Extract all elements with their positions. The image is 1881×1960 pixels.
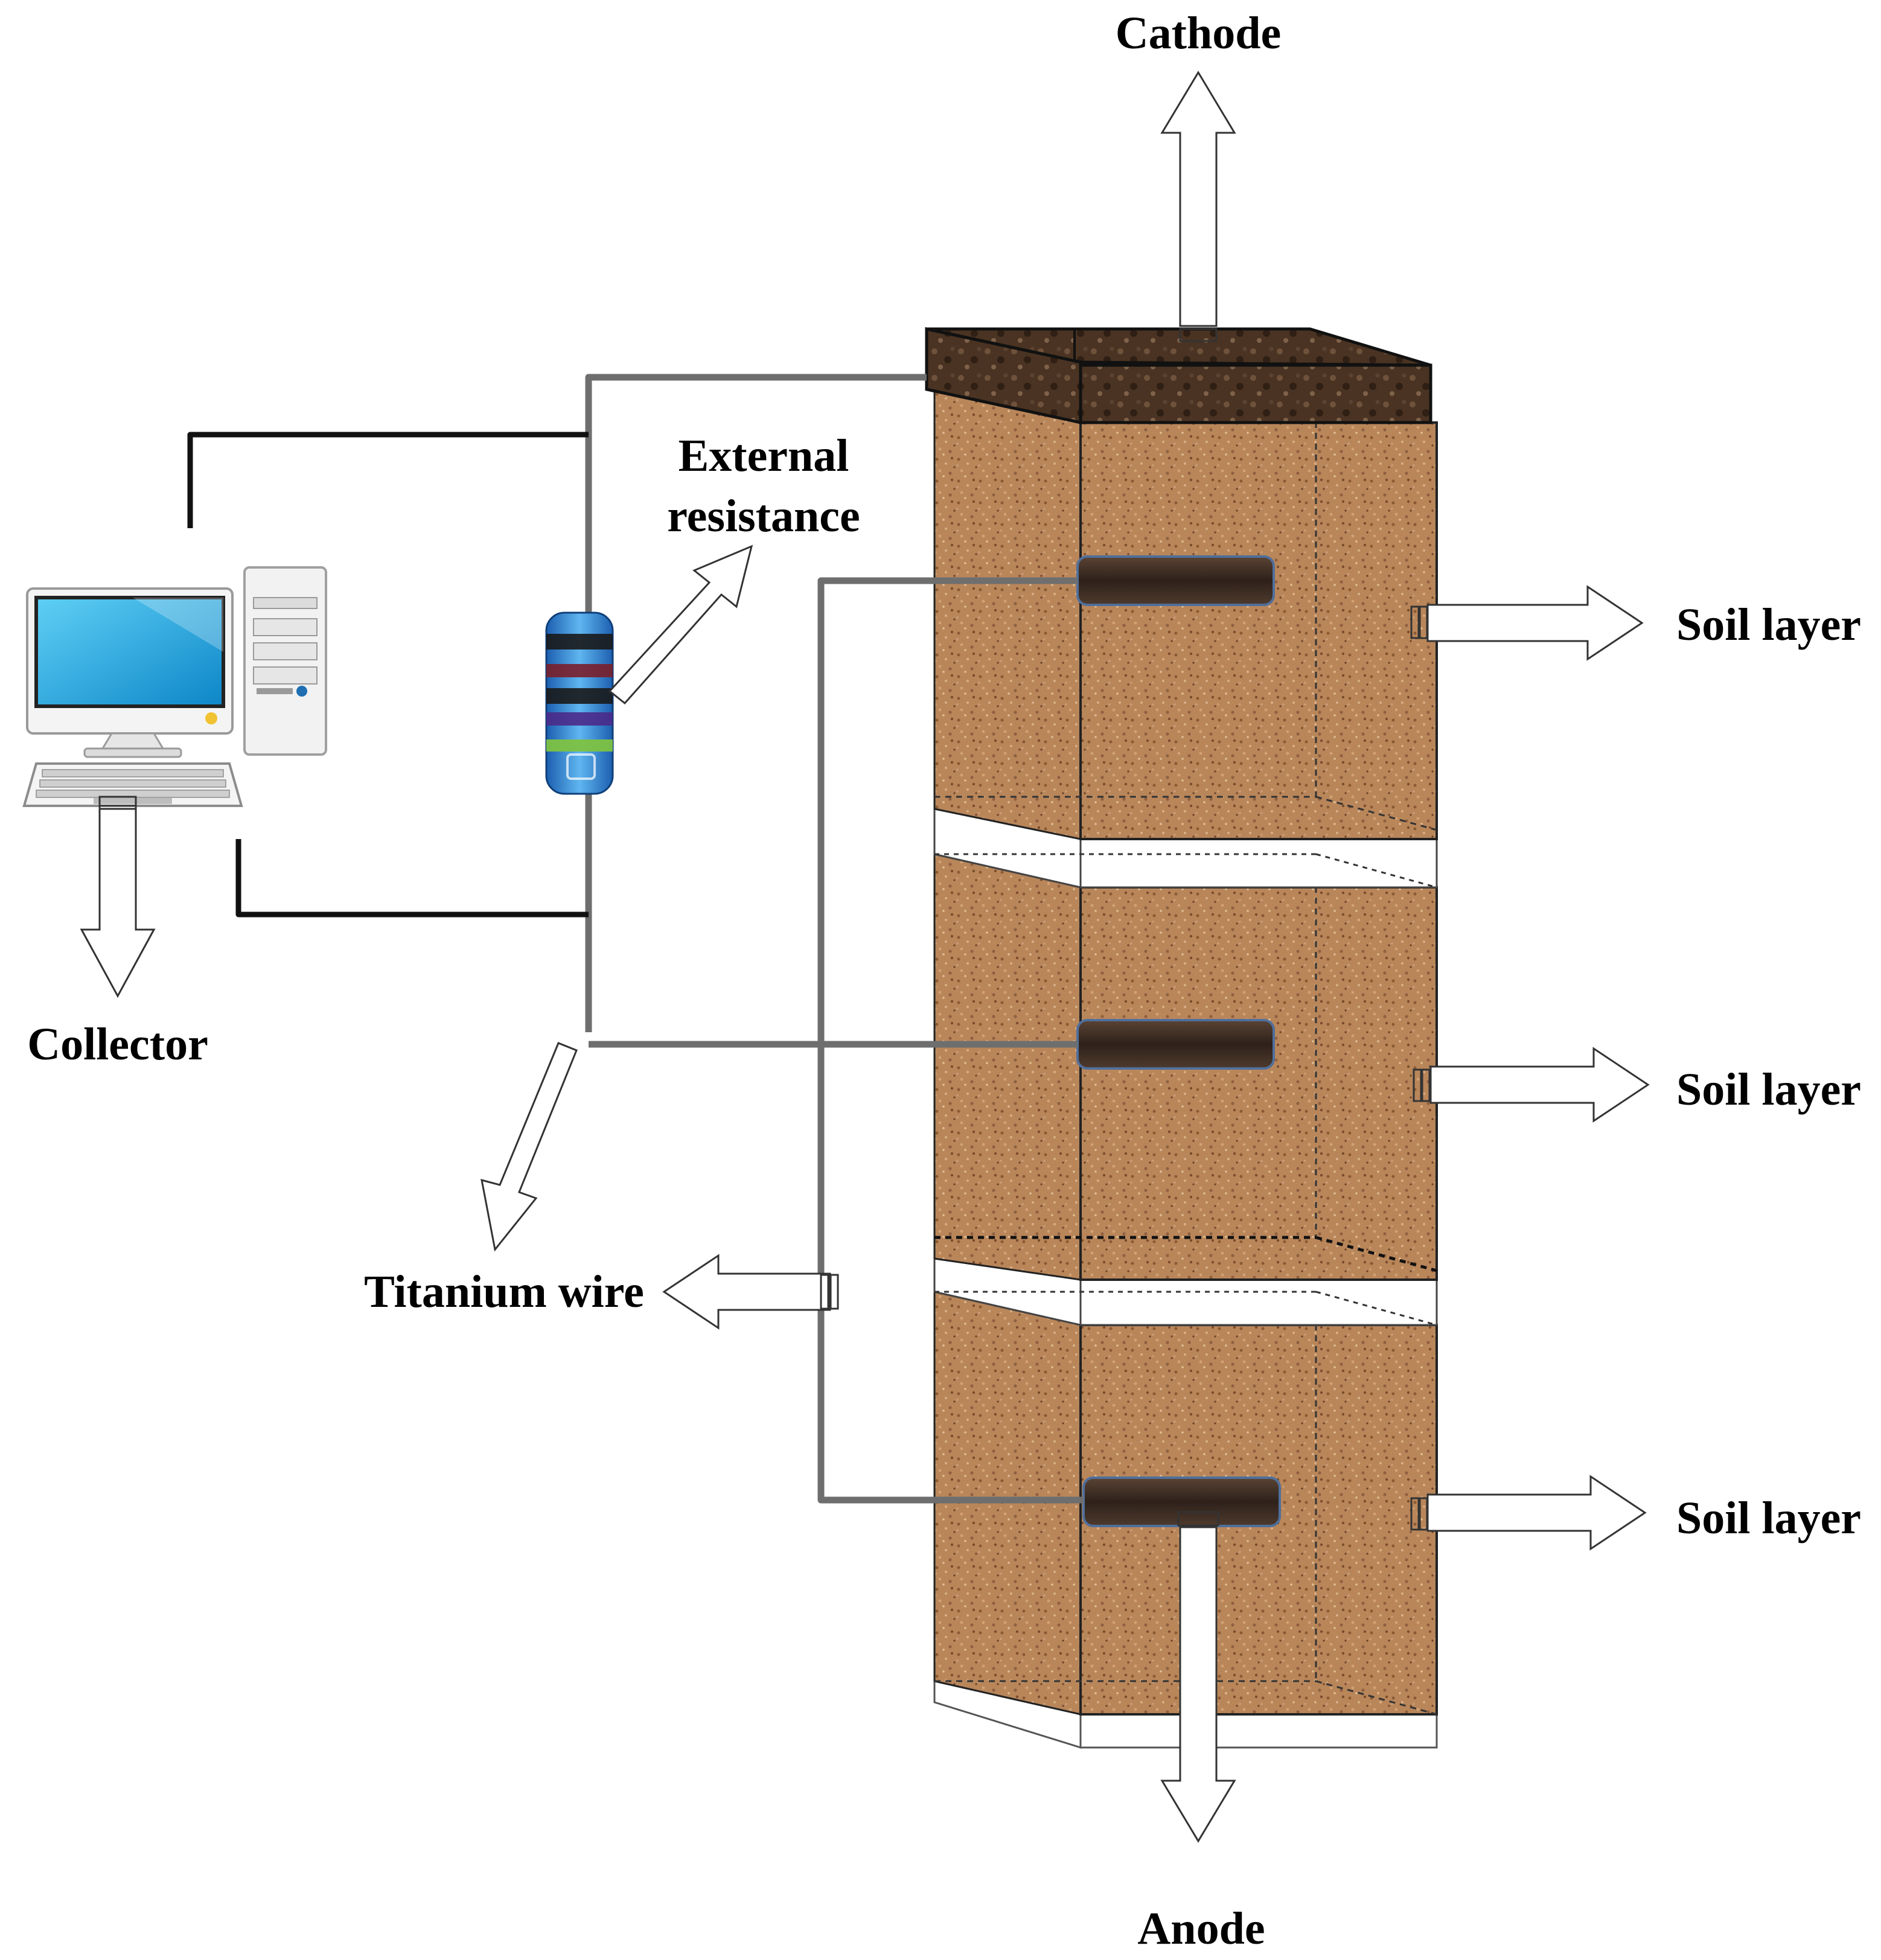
soil-column bbox=[925, 327, 1438, 1749]
soil-block-top bbox=[933, 388, 1438, 840]
connector-marks bbox=[98, 328, 1431, 1531]
collector-label: Collector bbox=[27, 1019, 208, 1070]
titanium-wire-arrow-left bbox=[662, 1254, 831, 1330]
anode-arrow bbox=[1160, 1526, 1236, 1843]
cathode-label: Cathode bbox=[1116, 8, 1281, 59]
collector-arrow bbox=[80, 805, 156, 998]
soil-layer-label-1: Soil layer bbox=[1676, 599, 1861, 650]
titanium-wire-label: Titanium wire bbox=[364, 1266, 644, 1317]
soil-layer-arrow-3 bbox=[1426, 1475, 1647, 1551]
label-arrows bbox=[80, 71, 1650, 1843]
anode-label: Anode bbox=[1137, 1903, 1265, 1954]
soil-layer-arrow-2 bbox=[1429, 1047, 1650, 1123]
anode-electrode-bottom bbox=[1082, 1476, 1281, 1527]
anode-electrode-middle bbox=[1076, 1019, 1275, 1070]
titanium-wire-arrow-diagonal bbox=[481, 1042, 578, 1252]
soil-layer-label-2: Soil layer bbox=[1676, 1064, 1861, 1115]
soil-layer-arrow-1 bbox=[1426, 585, 1644, 661]
external-resistance-label-line2: resistance bbox=[667, 491, 860, 541]
anode-electrode-top bbox=[1076, 555, 1275, 606]
soil-block-middle bbox=[933, 853, 1438, 1281]
external-resistance-arrow bbox=[608, 544, 753, 705]
cathode-arrow bbox=[1160, 71, 1236, 327]
soil-layer-label-3: Soil layer bbox=[1676, 1493, 1861, 1543]
titanium-wires bbox=[585, 374, 1084, 1504]
resistor-icon bbox=[545, 611, 614, 795]
external-resistance-label-line1: External bbox=[679, 430, 849, 481]
collector-cables bbox=[187, 432, 589, 918]
desktop-computer-icon bbox=[22, 566, 327, 807]
cathode-layer bbox=[925, 327, 1432, 425]
